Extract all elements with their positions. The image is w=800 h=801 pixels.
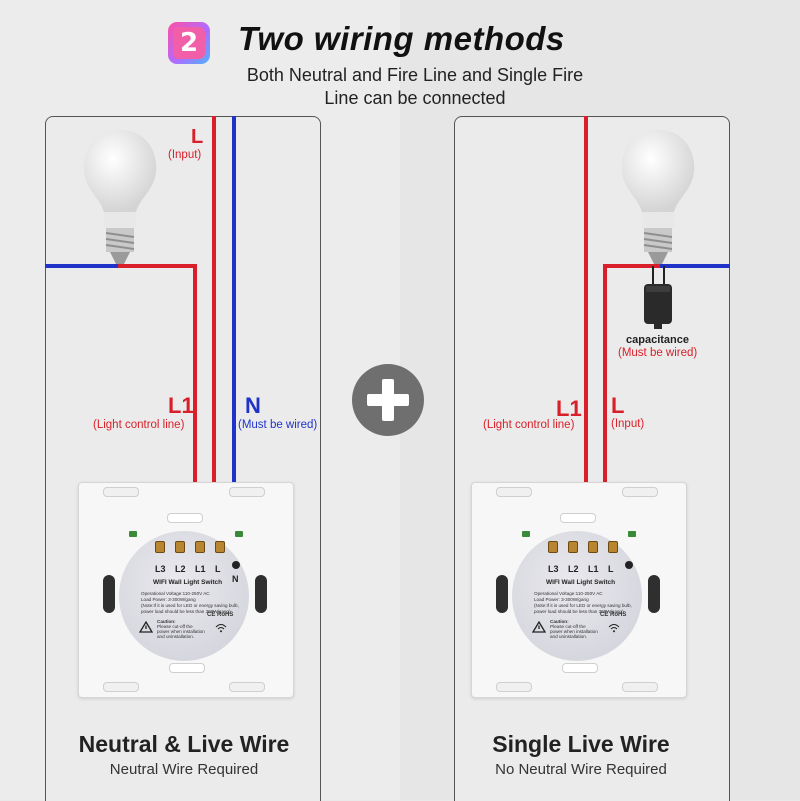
right-l-label: L (611, 393, 625, 418)
terminal-label-l3: L3 (155, 564, 166, 574)
plate-line: power load should be less than 300W/gang… (534, 609, 624, 614)
ground-mark (628, 531, 636, 537)
right-panel-subtitle: No Neutral Wire Required (495, 761, 667, 778)
certification-marks: CE RoHS (600, 612, 627, 618)
step-badge: 2 (168, 22, 210, 64)
plus-icon (352, 364, 424, 436)
light-bulb-icon (83, 130, 157, 264)
switch-clip (103, 682, 139, 692)
terminal-label-l1: L1 (195, 564, 206, 574)
terminal-screw (215, 541, 225, 553)
terminal-label-l: L (215, 564, 221, 574)
terminal-screw (608, 541, 618, 553)
neutral-terminal (232, 561, 240, 569)
left-l1-sub: (Light control line) (93, 419, 185, 431)
mount-slot (103, 575, 115, 613)
switch-clip (622, 487, 658, 497)
switch-back-plate: L3 L2 L1 L N WIFI Wall Light Switch Oper… (119, 531, 249, 661)
right-l1-label: L1 (556, 396, 582, 421)
subtitle-line-1: Both Neutral and Fire Line and Single Fi… (246, 65, 584, 85)
capacitor-icon (644, 284, 672, 329)
warning-icon (139, 621, 153, 633)
mount-slot (496, 575, 508, 613)
left-l-sub: (Input) (168, 149, 202, 161)
left-l1-label: L1 (168, 393, 194, 418)
plate-line: Load Power: 3-300W/gang (141, 597, 196, 602)
plate-line: power load should be less than 300W/gang… (141, 609, 231, 614)
warning-icon (532, 621, 546, 633)
switch-clip (229, 487, 265, 497)
plate-line: Load Power: 3-300W/gang (534, 597, 589, 602)
page-subtitle: Both Neutral and Fire Line and Single Fi… (200, 64, 630, 110)
left-l-label: L (191, 126, 204, 148)
capacitance-sub: (Must be wired) (618, 347, 698, 359)
terminal-screw (195, 541, 205, 553)
switch-clip (496, 487, 532, 497)
switch-clip (169, 663, 205, 673)
l1-control-wire (603, 264, 660, 545)
capacitance-label: capacitance (626, 334, 689, 346)
mount-slot (648, 575, 660, 613)
left-n-sub: (Must be wired) (238, 419, 318, 431)
terminal-label-l2: L2 (568, 564, 579, 574)
terminal-label-n: N (232, 574, 239, 584)
terminal-screw (175, 541, 185, 553)
wifi-icon (608, 624, 620, 633)
left-panel-title: Neutral & Live Wire (78, 731, 290, 757)
plate-title: WIFI Wall Light Switch (546, 579, 616, 586)
left-wall-switch: L3 L2 L1 L N WIFI Wall Light Switch Oper… (78, 482, 294, 698)
caution-line: power when installation (157, 629, 205, 634)
caution-line: power when installation (550, 629, 598, 634)
switch-clip (103, 487, 139, 497)
certification-marks: CE RoHS (207, 612, 234, 618)
switch-clip (622, 682, 658, 692)
terminal-screw (155, 541, 165, 553)
page-title: Two wiring methods (238, 20, 565, 57)
terminal-label-l2: L2 (175, 564, 186, 574)
switch-clip (229, 682, 265, 692)
caution-line: and uninstallation. (550, 634, 588, 639)
ground-mark (129, 531, 137, 537)
terminal-screw (568, 541, 578, 553)
mount-slot (255, 575, 267, 613)
caution-line: and uninstallation. (157, 634, 195, 639)
switch-clip (562, 663, 598, 673)
switch-clip (496, 682, 532, 692)
plate-line: Operational Voltage:110-250V AC (141, 591, 210, 596)
terminal-label-l1: L1 (588, 564, 599, 574)
terminal-screw (588, 541, 598, 553)
l1-control-wire (118, 264, 197, 545)
caution-line: Please cut-off the (157, 624, 193, 629)
terminal-screw (548, 541, 558, 553)
plate-line: (Note:If it is used for LED or energy sa… (534, 603, 632, 608)
caution-title: Caution: (550, 619, 569, 624)
caution-line: Please cut-off the (550, 624, 586, 629)
terminal-label-l: L (608, 564, 614, 574)
right-l1-sub: (Light control line) (483, 419, 575, 431)
right-panel-title: Single Live Wire (492, 731, 670, 757)
terminal-label-l3: L3 (548, 564, 559, 574)
step-number: 2 (173, 27, 205, 59)
right-wiring-diagram (584, 116, 730, 545)
neutral-terminal (625, 561, 633, 569)
ground-mark (235, 531, 243, 537)
caution-title: Caution: (157, 619, 176, 624)
left-n-label: N (245, 393, 261, 418)
plate-line: (Note:If it is used for LED or energy sa… (141, 603, 239, 608)
light-bulb-icon (621, 130, 695, 264)
right-l-sub: (Input) (611, 418, 645, 430)
ground-mark (522, 531, 530, 537)
wifi-icon (215, 624, 227, 633)
left-panel-subtitle: Neutral Wire Required (109, 761, 259, 778)
switch-clip (560, 513, 596, 523)
subtitle-line-2: Line can be connected (324, 88, 506, 108)
plate-title: WIFI Wall Light Switch (153, 579, 223, 586)
right-wall-switch: L3 L2 L1 L WIFI Wall Light Switch Operat… (471, 482, 687, 698)
plate-line: Operational Voltage:110-250V AC (534, 591, 603, 596)
left-wiring-diagram (45, 116, 236, 565)
switch-back-plate: L3 L2 L1 L WIFI Wall Light Switch Operat… (512, 531, 642, 661)
switch-clip (167, 513, 203, 523)
